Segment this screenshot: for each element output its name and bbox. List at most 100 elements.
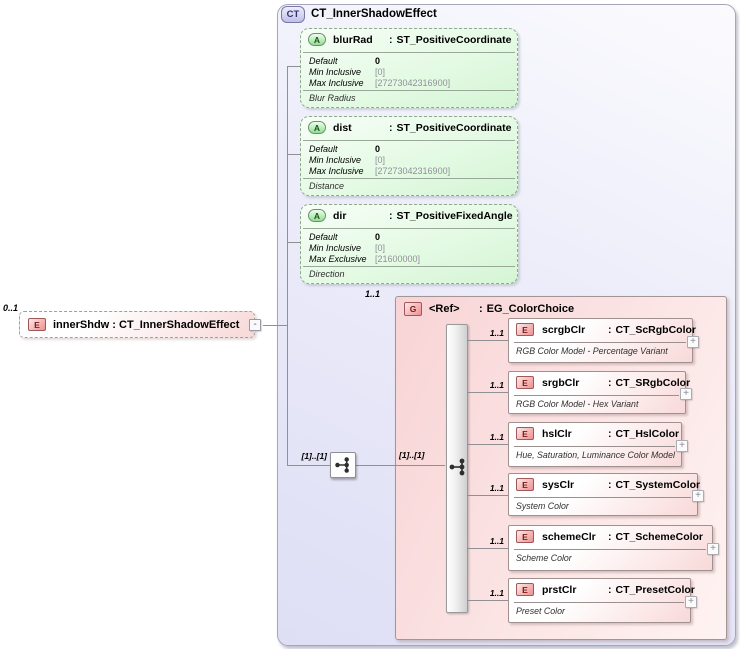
element-annotation: Hue, Saturation, Luminance Color Model — [516, 450, 675, 460]
sequence-compositor-icon — [335, 457, 349, 473]
expand-toggle-button[interactable]: + — [676, 440, 688, 452]
choice-compositor-bar[interactable] — [446, 324, 468, 613]
expand-toggle-button[interactable]: + — [680, 388, 692, 400]
divider — [303, 140, 515, 141]
element-type: CT_HslColor — [615, 427, 680, 440]
facet-row: Min Inclusive [0] — [309, 67, 385, 77]
element-annotation: RGB Color Model - Hex Variant — [516, 399, 639, 409]
connector-line — [467, 392, 508, 393]
connector-line — [467, 600, 508, 601]
element-box-innershdw[interactable]: E innerShdw : CT_InnerShadowEffect — [19, 311, 255, 338]
element-box-hslclr[interactable]: E hslClr : CT_HslColor Hue, Saturation, … — [508, 422, 688, 467]
element-name: schemeClr — [542, 530, 596, 543]
facet-label: Default — [309, 144, 338, 154]
element-box-prstclr[interactable]: E prstClr : CT_PresetColor Preset Color … — [508, 578, 697, 623]
element-cardinality-label: 1..1 — [489, 483, 504, 493]
expand-toggle-button[interactable]: + — [692, 490, 704, 502]
attribute-badge-icon: A — [308, 209, 326, 222]
element-name: scrgbClr — [542, 323, 586, 336]
element-type: CT_PresetColor — [615, 583, 695, 596]
connector-line — [467, 340, 508, 341]
element-type: CT_ScRgbColor — [615, 323, 697, 336]
facet-value: [21600000] — [375, 254, 421, 264]
element-cardinality-label: 1..1 — [489, 588, 504, 598]
element-box-srgbclr[interactable]: E srgbClr : CT_SRgbColor RGB Color Model… — [508, 371, 692, 414]
root-element-cardinality-label: 0..1 — [3, 303, 19, 313]
connector-line — [356, 465, 445, 466]
divider — [514, 395, 679, 396]
element-annotation: System Color — [516, 501, 569, 511]
attribute-badge-icon: A — [308, 121, 326, 134]
divider — [303, 178, 515, 179]
element-type: CT_SRgbColor — [615, 376, 691, 389]
divider — [514, 497, 691, 498]
facet-value: 0 — [375, 232, 381, 242]
facet-row: Default 0 — [309, 56, 380, 66]
connector-trunk-line — [287, 66, 288, 466]
facet-value: [0] — [375, 155, 386, 165]
facet-row: Max Inclusive [27273042316900] — [309, 166, 450, 176]
attribute-name: dist — [333, 121, 352, 134]
attribute-badge-icon: A — [308, 33, 326, 46]
element-box-sysclr[interactable]: E sysClr : CT_SystemColor System Color + — [508, 473, 704, 516]
facet-row: Min Inclusive [0] — [309, 243, 385, 253]
connector-line — [467, 444, 508, 445]
attribute-box-dist[interactable]: A dist : ST_PositiveCoordinate Default 0… — [300, 116, 518, 196]
facet-row: Max Inclusive [27273042316900] — [309, 78, 450, 88]
element-box-scrgbclr[interactable]: E scrgbClr : CT_ScRgbColor RGB Color Mod… — [508, 318, 699, 363]
facet-value: 0 — [375, 144, 381, 154]
compositor-cardinality-label: [1]..[1] — [399, 450, 425, 460]
element-cardinality-label: 1..1 — [489, 328, 504, 338]
sequence-compositor-box[interactable] — [330, 452, 356, 478]
type-separator: : — [608, 478, 612, 491]
facet-label: Max Exclusive — [309, 254, 367, 264]
element-badge-icon: E — [516, 427, 534, 440]
divider — [514, 602, 684, 603]
element-header: E scrgbClr : CT_ScRgbColor — [516, 323, 696, 336]
divider — [303, 90, 515, 91]
element-name: srgbClr — [542, 376, 580, 389]
type-separator: : — [608, 583, 612, 596]
element-header: E srgbClr : CT_SRgbColor — [516, 376, 690, 389]
divider — [303, 228, 515, 229]
element-cardinality-label: 1..1 — [489, 432, 504, 442]
facet-row: Min Inclusive [0] — [309, 155, 385, 165]
element-header: E schemeClr : CT_SchemeColor — [516, 530, 703, 543]
divider — [514, 446, 675, 447]
group-header: G <Ref> : EG_ColorChoice — [404, 302, 574, 316]
type-separator: : — [479, 303, 483, 315]
element-cardinality-label: 1..1 — [489, 380, 504, 390]
attribute-type: ST_PositiveFixedAngle — [396, 209, 513, 222]
expand-toggle-button[interactable]: + — [685, 596, 697, 608]
connector-line — [263, 325, 287, 326]
type-separator: : — [608, 376, 612, 389]
collapse-toggle-button[interactable]: - — [249, 319, 261, 331]
type-separator: : — [389, 121, 393, 134]
element-header: E hslClr : CT_HslColor — [516, 427, 679, 440]
group-type: EG_ColorChoice — [486, 303, 575, 315]
expand-toggle-button[interactable]: + — [687, 336, 699, 348]
attribute-annotation: Distance — [309, 181, 345, 191]
group-cardinality-label: 1..1 — [365, 289, 381, 299]
facet-label: Min Inclusive — [309, 67, 362, 77]
facet-value: 0 — [375, 56, 381, 66]
expand-toggle-button[interactable]: + — [707, 543, 719, 555]
facet-label: Min Inclusive — [309, 155, 362, 165]
group-badge-icon: G — [404, 302, 422, 316]
element-badge-icon: E — [516, 530, 534, 543]
divider — [514, 342, 686, 343]
element-type: CT_SystemColor — [615, 478, 701, 491]
attribute-type: ST_PositiveCoordinate — [396, 121, 512, 134]
facet-label: Default — [309, 56, 338, 66]
divider — [514, 549, 706, 550]
type-separator: : — [389, 33, 393, 46]
attribute-box-blurrad[interactable]: A blurRad : ST_PositiveCoordinate Defaul… — [300, 28, 518, 108]
facet-row: Default 0 — [309, 232, 380, 242]
connector-line — [467, 548, 508, 549]
attribute-box-dir[interactable]: A dir : ST_PositiveFixedAngle Default 0 … — [300, 204, 518, 284]
attribute-annotation: Direction — [309, 269, 345, 279]
element-box-schemeclr[interactable]: E schemeClr : CT_SchemeColor Scheme Colo… — [508, 525, 719, 571]
connector-line — [288, 465, 330, 466]
element-name: sysClr — [542, 478, 575, 491]
